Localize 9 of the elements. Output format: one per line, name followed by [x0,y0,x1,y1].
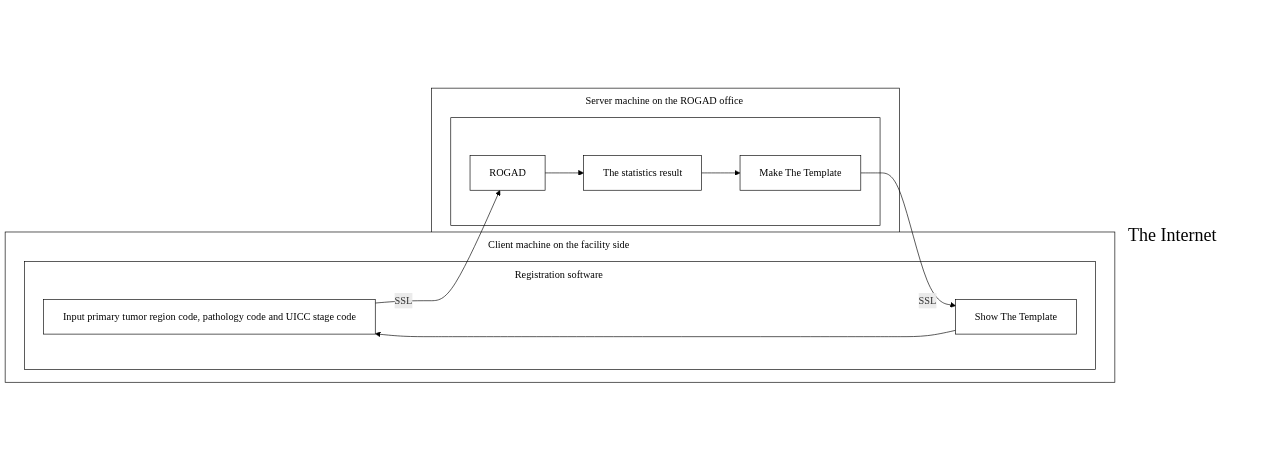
node-box: ROGAD [469,155,546,191]
node-box: Show The Template [955,298,1077,335]
node-box: The statistics result [583,155,702,191]
node-box: Input primary tumor region code, pathology code and UICC stage code [43,298,376,335]
node-box: Make The Template [739,155,862,191]
edge-label: SSL [394,294,413,306]
cluster [450,117,881,226]
edge-label: SSL [918,294,937,306]
note-label: The Internet [1128,224,1218,246]
